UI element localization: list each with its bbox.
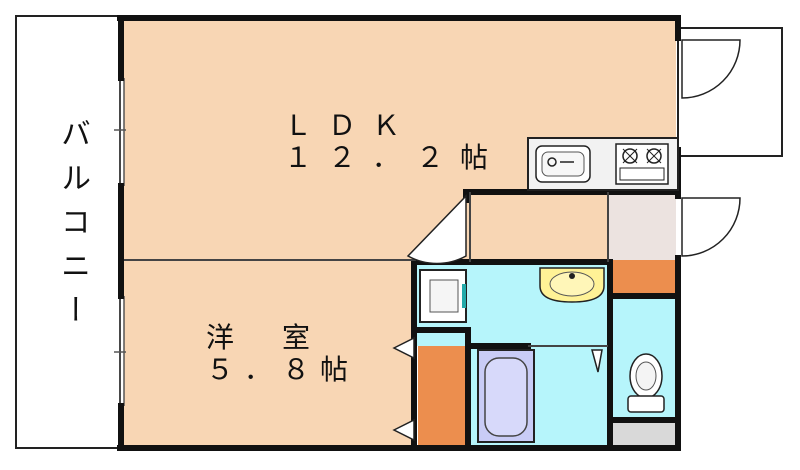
western-room-name: 洋 室 bbox=[206, 321, 321, 354]
western-room-size: ５．８帖 bbox=[206, 353, 359, 386]
closet-door-upper bbox=[392, 336, 415, 360]
bath-door bbox=[591, 349, 603, 373]
hall-floor bbox=[466, 192, 608, 260]
toilet-icon bbox=[627, 353, 665, 413]
entrance-floor bbox=[608, 192, 676, 260]
ldk-room-name: ＬＤＫ bbox=[284, 109, 417, 142]
ldk-room-size: １２．２帖 bbox=[284, 141, 505, 174]
western-closet-floor bbox=[418, 332, 468, 446]
gas-stove-icon bbox=[615, 143, 669, 185]
balcony-label: バルコニー bbox=[55, 118, 90, 338]
balcony-west bbox=[15, 15, 121, 449]
closet-floor bbox=[608, 260, 676, 296]
balcony-east-door bbox=[681, 39, 741, 99]
washbasin-icon bbox=[539, 267, 605, 303]
walls bbox=[117, 15, 681, 451]
meter-box bbox=[610, 422, 676, 446]
kitchen-sink-icon bbox=[535, 145, 591, 183]
windows bbox=[114, 78, 126, 406]
entrance-door bbox=[681, 197, 741, 257]
closet-door-lower bbox=[392, 418, 415, 442]
bathtub-icon bbox=[477, 349, 535, 443]
western-room-floor bbox=[124, 260, 416, 446]
kitchen-counter bbox=[527, 137, 679, 191]
doors bbox=[392, 39, 741, 442]
thin-partitions bbox=[124, 192, 609, 347]
ldk-door bbox=[406, 194, 467, 265]
washing-machine-icon bbox=[419, 269, 467, 323]
